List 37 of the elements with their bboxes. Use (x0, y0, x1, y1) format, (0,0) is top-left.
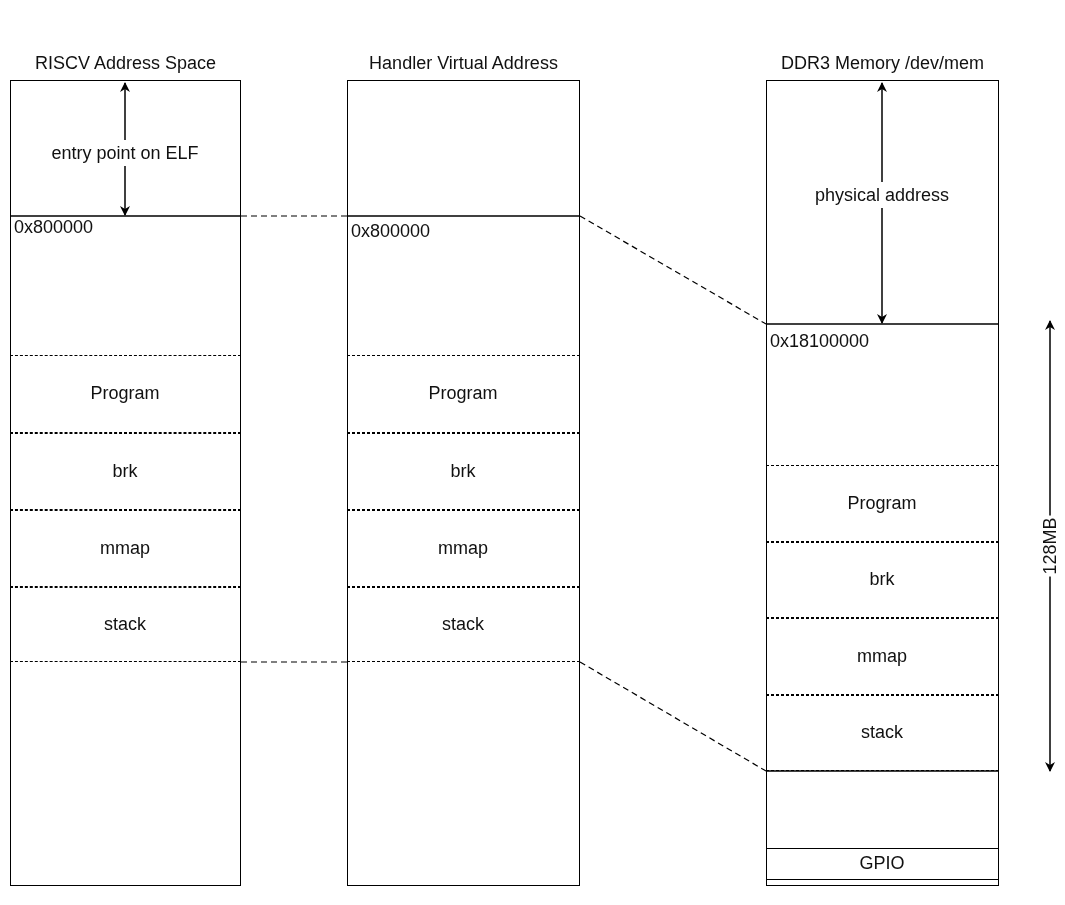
segment-label: brk (112, 460, 138, 482)
memory-segment (765, 617, 999, 695)
column-heading: DDR3 Memory /dev/mem (779, 52, 985, 75)
segment-label: stack (442, 613, 484, 635)
dimension-label: entry point on ELF (49, 140, 201, 166)
segment-label: Program (847, 492, 917, 514)
column-heading: RISCV Address Space (33, 52, 218, 75)
memory-region (765, 847, 999, 880)
memory-segment (9, 586, 241, 662)
address-label: 0x800000 (14, 217, 94, 237)
column-heading: Handler Virtual Address (368, 52, 559, 75)
connector-line (240, 661, 348, 663)
segment-label: stack (861, 722, 903, 743)
segment-label: GPIO (859, 853, 905, 874)
memory-segment (9, 354, 241, 433)
segment-label: Program (428, 383, 498, 404)
memory-segment (765, 464, 999, 542)
memory-segment (346, 509, 580, 587)
connector-line (579, 215, 767, 325)
memory-segment (346, 586, 580, 662)
memory-segment (346, 354, 580, 433)
segment-label: mmap (100, 537, 150, 559)
address-label: 0x18100000 (770, 331, 870, 351)
memory-segment (9, 432, 241, 510)
segment-label: mmap (857, 645, 907, 667)
memory-segment (346, 432, 580, 510)
memory-segment (765, 541, 999, 618)
segment-label: brk (450, 460, 476, 482)
memory-segment (9, 509, 241, 587)
segment-label: brk (869, 569, 895, 590)
segment-label: mmap (438, 537, 488, 559)
connector-line (579, 661, 767, 772)
segment-label: Program (90, 383, 160, 404)
memory-segment (765, 694, 999, 771)
connector-line (240, 215, 348, 217)
segment-label: stack (104, 613, 146, 635)
address-label: 0x800000 (351, 221, 431, 241)
